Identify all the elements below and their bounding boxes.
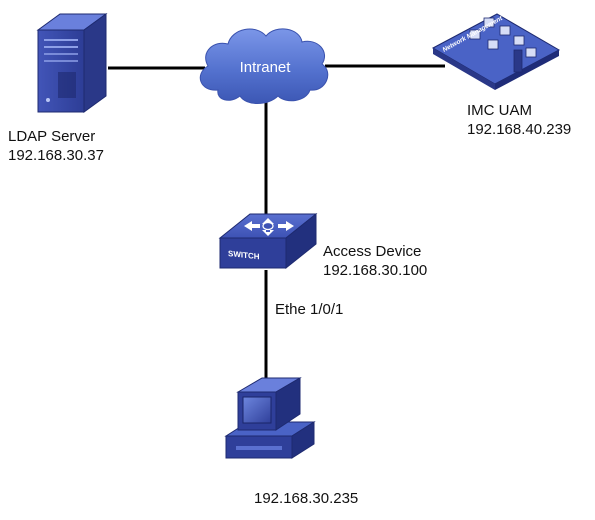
port-label: Ethe 1/0/1 xyxy=(275,301,344,318)
ldap-server-name: LDAP Server xyxy=(8,128,96,145)
switch-icon: SWITCH xyxy=(218,212,318,270)
access-device-ip: 192.168.30.100 xyxy=(323,262,428,279)
imc-uam-name: IMC UAM xyxy=(467,102,532,119)
cloud-label: Intranet xyxy=(240,59,292,76)
imc-uam-ip: 192.168.40.239 xyxy=(467,121,572,138)
pc-icon xyxy=(224,377,316,459)
access-device-name: Access Device xyxy=(323,243,422,260)
network-management-icon: Network Management xyxy=(431,13,561,90)
ldap-server-ip: 192.168.30.37 xyxy=(8,147,104,164)
server-icon xyxy=(36,13,108,113)
cloud-icon xyxy=(199,28,329,104)
switch-icon-label: SWITCH xyxy=(228,249,260,261)
host-ip: 192.168.30.235 xyxy=(254,490,359,507)
